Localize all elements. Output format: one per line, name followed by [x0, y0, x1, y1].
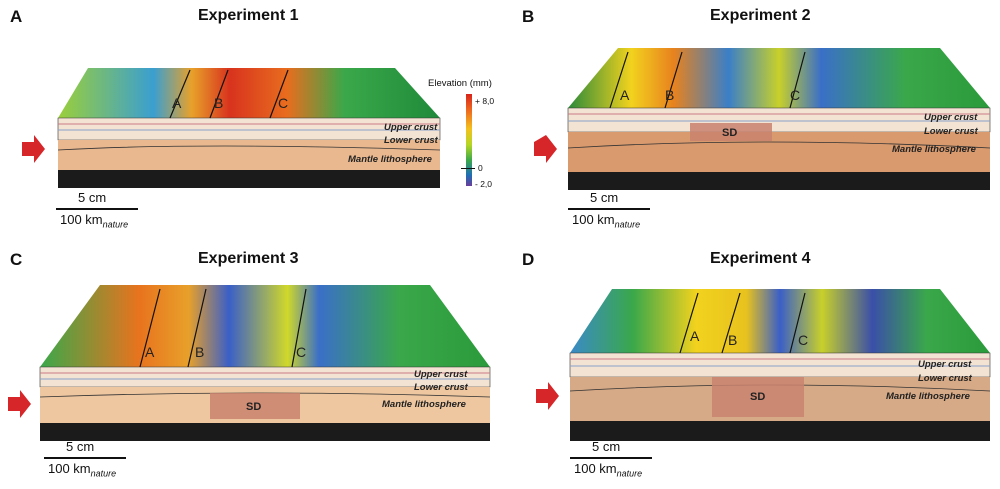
lower-crust-label: Lower crust — [924, 126, 979, 137]
legend-max: + 8,0 — [475, 96, 495, 106]
sd-label: SD — [750, 391, 765, 403]
experiment-2-model: A B C SD Upper crust Lower crust Mantle … — [534, 48, 991, 190]
experiment-4-model: A B C SD Upper crust Lower crust Mantle … — [536, 289, 991, 441]
upper-crust-label: Upper crust — [414, 369, 468, 380]
lower-crust-label: Lower crust — [918, 373, 973, 384]
crust-block — [57, 117, 441, 141]
convergence-arrow — [22, 135, 45, 163]
scale-bar — [568, 208, 650, 210]
legend-title: Elevation (mm) — [428, 78, 492, 89]
scale-bar — [56, 208, 138, 210]
panel-title: Experiment 2 — [710, 7, 811, 24]
fault-label-c: C — [296, 344, 306, 360]
fault-label-b: B — [195, 344, 204, 360]
sd-region — [690, 123, 772, 141]
topography-surface — [570, 289, 990, 353]
mantle-block — [568, 132, 990, 172]
convergence-arrow — [534, 135, 557, 163]
base-block — [568, 172, 990, 190]
sd-label: SD — [246, 401, 261, 413]
sd-region — [712, 377, 804, 417]
legend-zero: 0 — [478, 163, 483, 173]
panel-letter: C — [10, 250, 23, 269]
topography-surface — [40, 285, 490, 367]
sd-label: SD — [722, 127, 737, 139]
convergence-arrow — [536, 382, 559, 410]
panel-letter: D — [522, 250, 535, 269]
fault-label-c: C — [798, 332, 808, 348]
panel-experiment-3: C Experiment 3 A B C SD Upper crust Lowe… — [0, 245, 500, 489]
upper-crust-label: Upper crust — [918, 359, 972, 370]
mantle-label: Mantle lithosphere — [892, 144, 977, 155]
legend-zero-tick — [461, 168, 475, 169]
panel-experiment-4: D Experiment 4 A B C SD Upper crust Lowe… — [500, 245, 1000, 489]
fault-label-b: B — [728, 332, 737, 348]
scale-bar — [44, 457, 126, 459]
topography-surface — [568, 48, 990, 108]
panel-title: Experiment 3 — [198, 250, 299, 267]
scale-km-label: 100 kmnature — [574, 461, 643, 479]
legend-min: - 2,0 — [475, 179, 493, 189]
mantle-label: Mantle lithosphere — [886, 391, 971, 402]
fault-label-c: C — [278, 95, 288, 111]
scale-bar — [570, 457, 652, 459]
lower-crust-label: Lower crust — [414, 382, 469, 393]
fault-label-a: A — [145, 344, 155, 360]
panel-letter: A — [10, 7, 23, 26]
experiment-1-model: A B C Upper crust Lower crust Mantle lit… — [22, 68, 441, 188]
experiment-3-model: A B C SD Upper crust Lower crust Mantle … — [8, 285, 491, 441]
panel-experiment-1: A Experiment 1 A B C Upper crust Lower c… — [0, 0, 500, 244]
legend-color-bar — [466, 94, 472, 186]
fault-label-a: A — [620, 87, 630, 103]
scale-km-label: 100 kmnature — [60, 212, 129, 230]
sd-region — [210, 393, 300, 419]
base-block — [40, 423, 490, 441]
fault-label-b: B — [214, 95, 223, 111]
scale-km-label: 100 kmnature — [48, 461, 117, 479]
fault-label-b: B — [665, 87, 674, 103]
scale-cm-label: 5 cm — [66, 439, 95, 454]
panel-letter: B — [522, 7, 535, 26]
base-block — [58, 170, 440, 188]
panel-title: Experiment 1 — [198, 7, 299, 24]
fault-label-a: A — [172, 95, 182, 111]
fault-label-a: A — [690, 328, 700, 344]
convergence-arrow — [8, 390, 31, 418]
panel-experiment-2: B Experiment 2 A B C SD Upper crust Lowe… — [500, 0, 1000, 244]
mantle-label: Mantle lithosphere — [382, 399, 467, 410]
scale-cm-label: 5 cm — [592, 439, 621, 454]
panel-title: Experiment 4 — [710, 250, 811, 267]
upper-crust-label: Upper crust — [384, 122, 438, 133]
scale-cm-label: 5 cm — [590, 190, 619, 205]
scale-cm-label: 5 cm — [78, 190, 107, 205]
lower-crust-label: Lower crust — [384, 135, 439, 146]
fault-label-c: C — [790, 87, 800, 103]
elevation-legend: Elevation (mm) + 8,0 0 - 2,0 — [428, 78, 498, 198]
base-block — [570, 421, 990, 441]
scale-km-label: 100 kmnature — [572, 212, 641, 230]
upper-crust-label: Upper crust — [924, 112, 978, 123]
mantle-label: Mantle lithosphere — [348, 154, 433, 165]
topography-surface — [58, 68, 440, 118]
